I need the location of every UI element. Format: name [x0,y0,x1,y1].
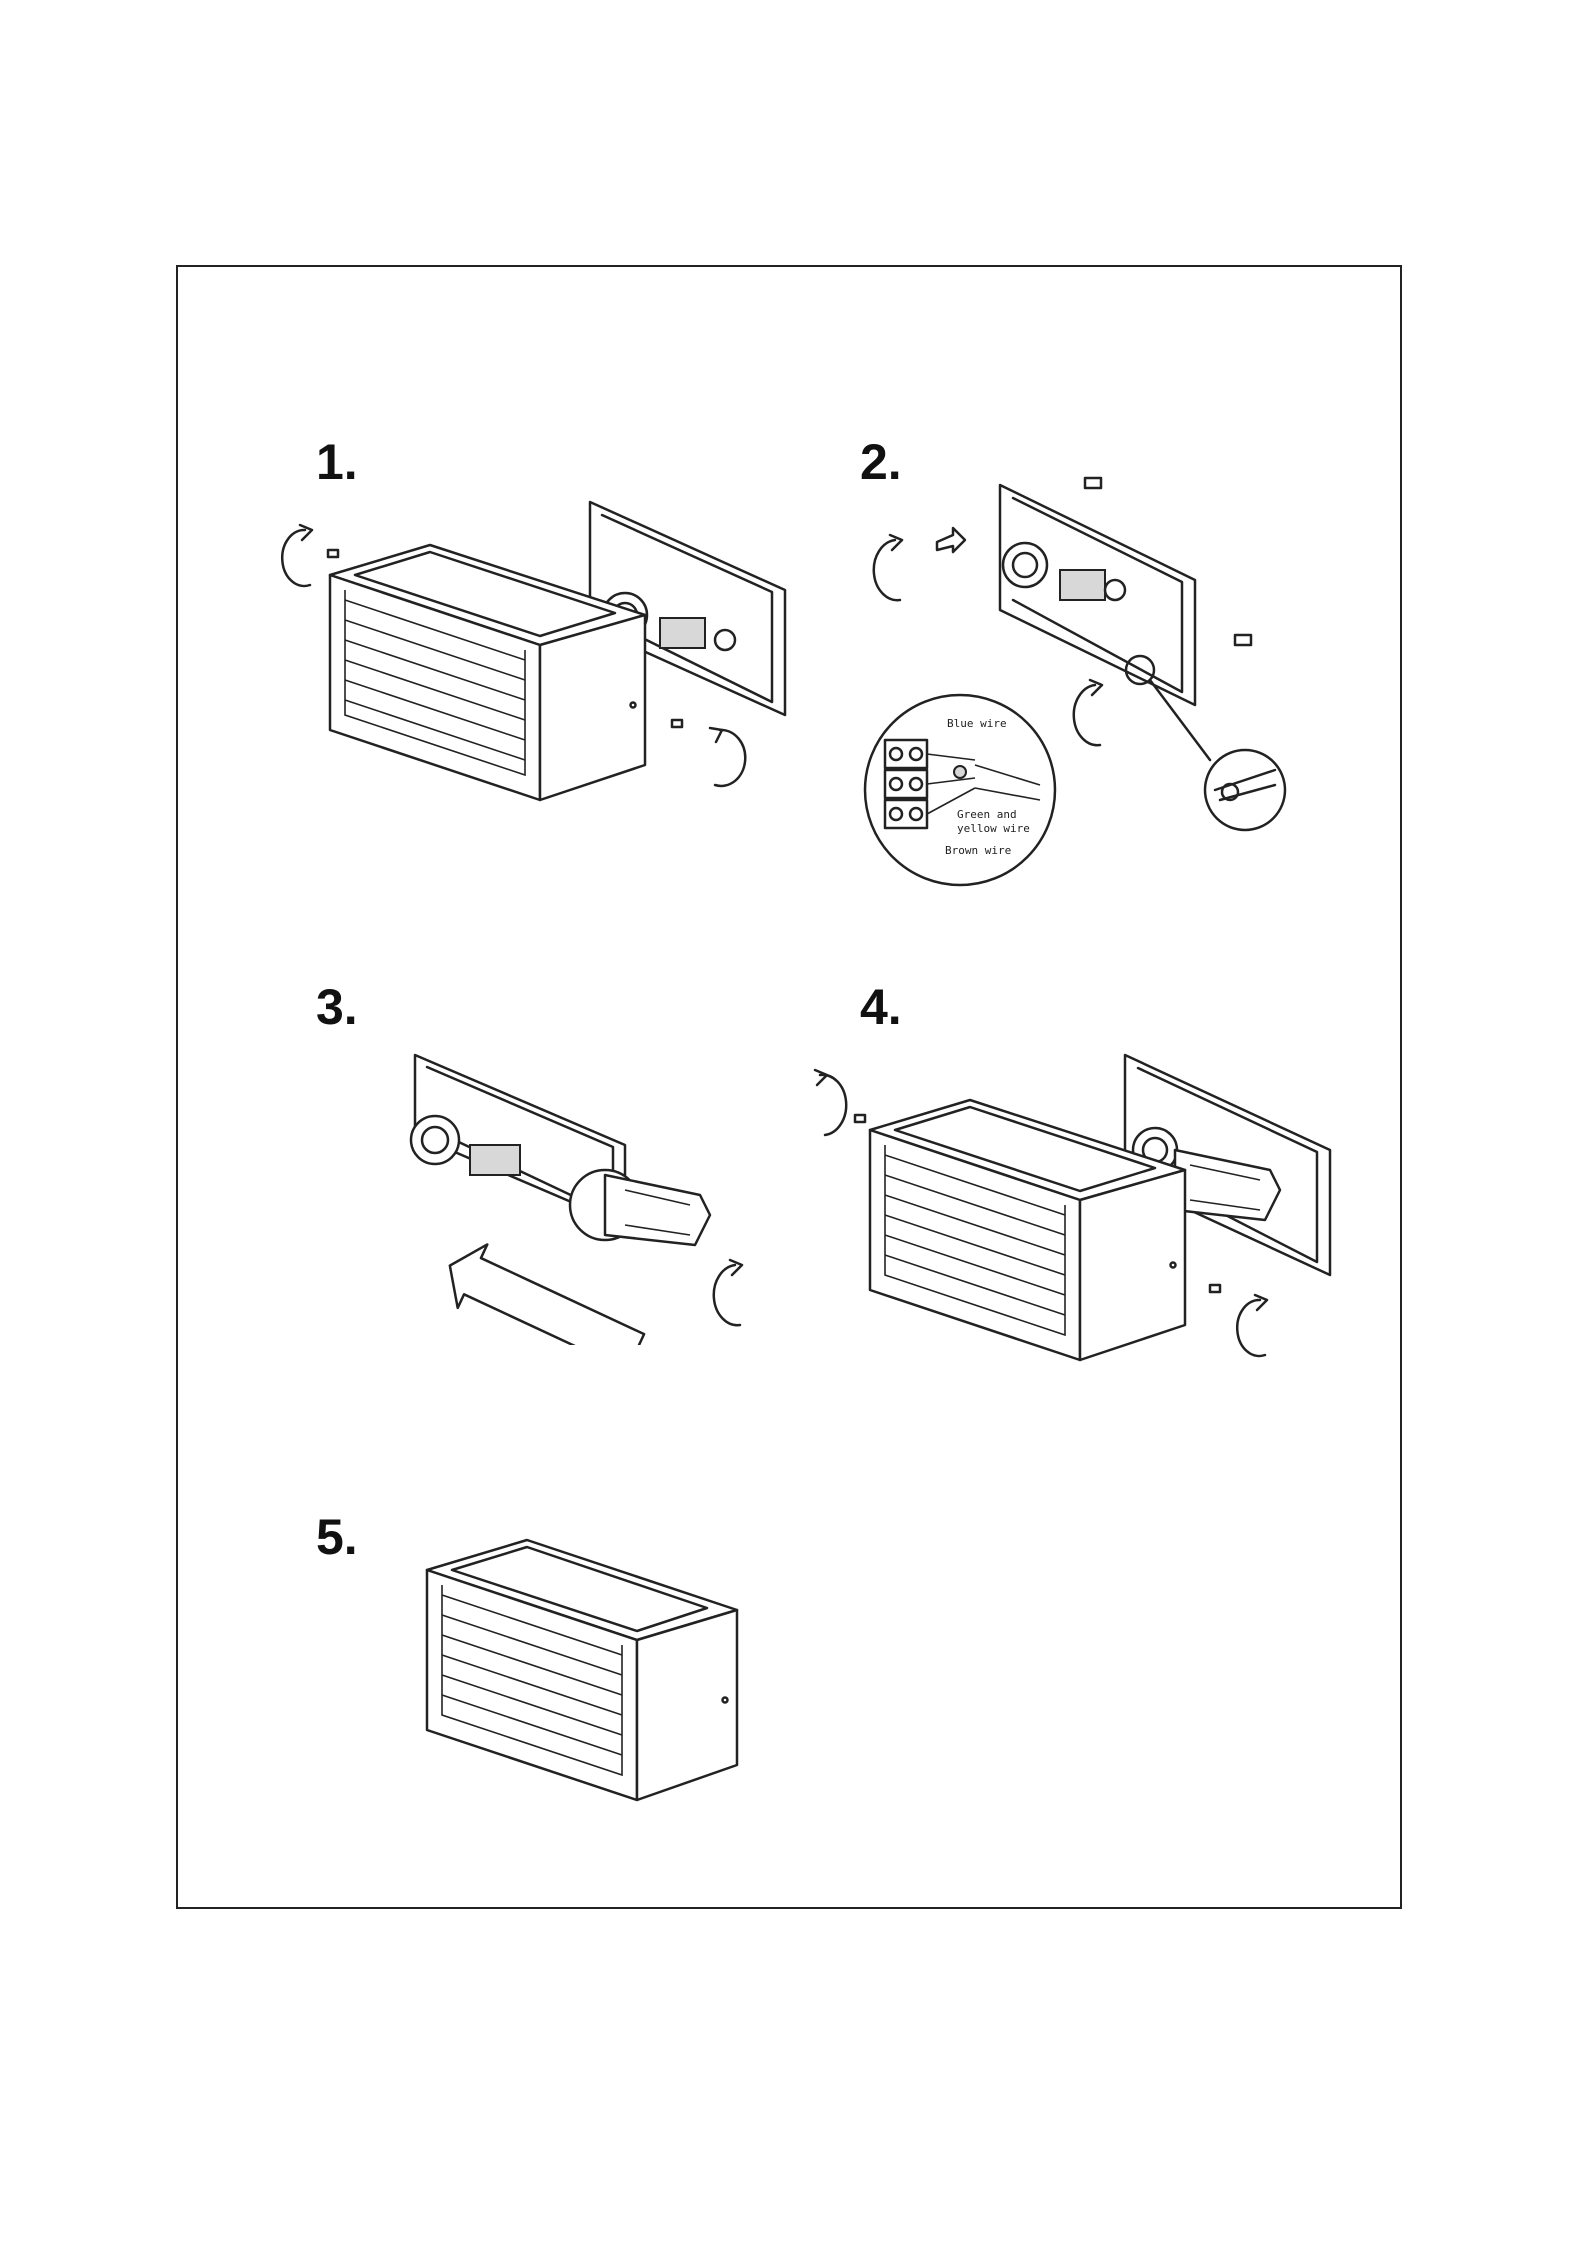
step-1-number: 1. [316,437,358,487]
lamp-housing-assembled [427,1540,737,1800]
screw-icon [1235,635,1251,645]
blue-wire-label: Blue wire [947,717,1007,730]
rotate-cw-icon [710,728,745,786]
step-4-illustration [790,1040,1350,1400]
rotate-ccw-icon [1074,680,1102,745]
brown-wire-label: Brown wire [945,844,1011,857]
step-3-illustration [365,1045,785,1345]
wall-plate [1000,485,1195,705]
rotate-cw-icon [714,1260,742,1325]
screw-icon [672,720,682,727]
step-3-number: 3. [316,982,358,1032]
wiring-detail: Blue wire Green and yellow wire Brown wi… [865,695,1055,885]
screw-icon [328,550,338,557]
insert-arrow-icon [435,1234,650,1345]
screw-icon [1210,1285,1220,1292]
green-yellow-wire-label-1: Green and [957,808,1017,821]
step-5-number: 5. [316,1512,358,1562]
screw-icon [1085,478,1101,488]
green-yellow-wire-label-2: yellow wire [957,822,1030,835]
rotate-ccw-icon [282,525,312,586]
light-bulb [570,1170,710,1245]
rotate-ccw-icon [874,535,902,600]
arrow-icon [937,528,965,552]
rotate-cw-icon [1237,1295,1267,1356]
step-5-illustration [415,1530,755,1810]
screw-icon [855,1115,865,1122]
rotate-ccw-icon [815,1070,846,1135]
step-2-illustration: Blue wire Green and yellow wire Brown wi… [855,470,1325,890]
step-1-illustration [250,490,810,820]
step-4-number: 4. [860,982,902,1032]
